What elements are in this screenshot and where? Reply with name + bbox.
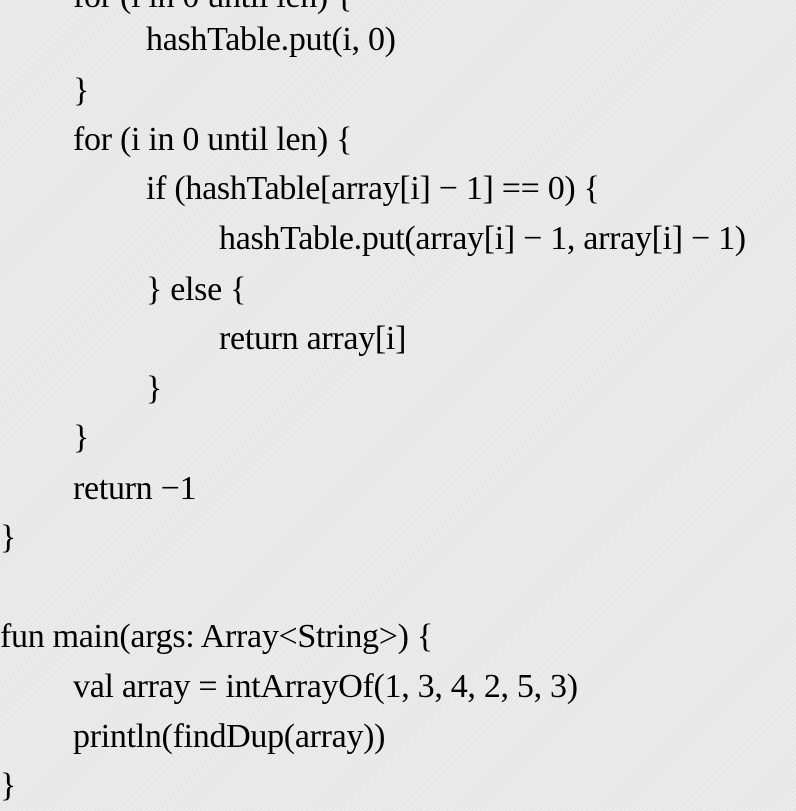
code-line: return −1	[73, 470, 197, 507]
code-line: hashTable.put(i, 0)	[146, 21, 396, 58]
code-line: println(findDup(array))	[73, 718, 386, 755]
code-line: } else {	[146, 271, 247, 308]
code-line: hashTable.put(array[i] − 1, array[i] − 1…	[219, 220, 746, 257]
code-line: }	[73, 419, 90, 456]
code-line: }	[73, 72, 90, 109]
code-line: if (hashTable[array[i] − 1] == 0) {	[146, 170, 600, 207]
code-line: }	[0, 767, 17, 804]
code-line: for (i in 0 until len) {	[73, 121, 353, 158]
code-line: }	[146, 370, 163, 407]
code-line: }	[0, 519, 17, 556]
code-line: val array = intArrayOf(1, 3, 4, 2, 5, 3)	[73, 668, 578, 705]
code-line: fun main(args: Array<String>) {	[0, 618, 433, 655]
code-line: return array[i]	[219, 320, 407, 357]
code-line-clipped: for (i in 0 until len) {	[73, 0, 352, 22]
